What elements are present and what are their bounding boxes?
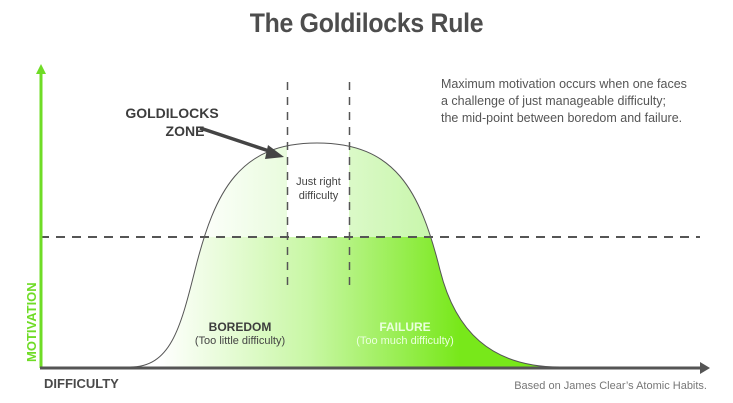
description: Maximum motivation occurs when one faces…	[441, 76, 731, 127]
page-title: The Goldilocks Rule	[249, 8, 484, 38]
boredom-subtitle: (Too little difficulty)	[194, 335, 286, 347]
zone-label-line: GOLDILOCKS	[125, 105, 219, 121]
boredom-region-label: BOREDOM (Too little difficulty)	[180, 320, 300, 348]
goldilocks-zone-label: GOLDILOCKS ZONE	[112, 104, 232, 140]
description-line: the mid-point between boredom and failur…	[441, 111, 683, 125]
zone-pointer-arrow	[199, 126, 273, 154]
zone-pointer-arrow-icon	[265, 145, 284, 159]
motivation-curve	[129, 142, 561, 368]
just-right-line: difficulty	[298, 190, 339, 202]
description-line: a challenge of just manageable difficult…	[441, 94, 666, 108]
y-axis-arrow-icon	[36, 64, 46, 74]
failure-title: FAILURE	[379, 320, 431, 334]
failure-subtitle: (Too much difficulty)	[356, 335, 454, 347]
description-line: Maximum motivation occurs when one faces	[441, 77, 687, 91]
boredom-title: BOREDOM	[208, 320, 272, 334]
just-right-line: Just right	[296, 176, 341, 188]
just-right-label: Just right difficulty	[288, 175, 349, 203]
y-axis-label: MOTIVATION	[24, 282, 39, 362]
x-axis-label: DIFFICULTY	[44, 376, 119, 391]
zone-label-line: ZONE	[165, 123, 205, 139]
failure-region-label: FAILURE (Too much difficulty)	[345, 320, 465, 348]
x-axis-arrow-icon	[700, 362, 710, 374]
source-credit: Based on James Clear’s Atomic Habits.	[514, 380, 707, 392]
